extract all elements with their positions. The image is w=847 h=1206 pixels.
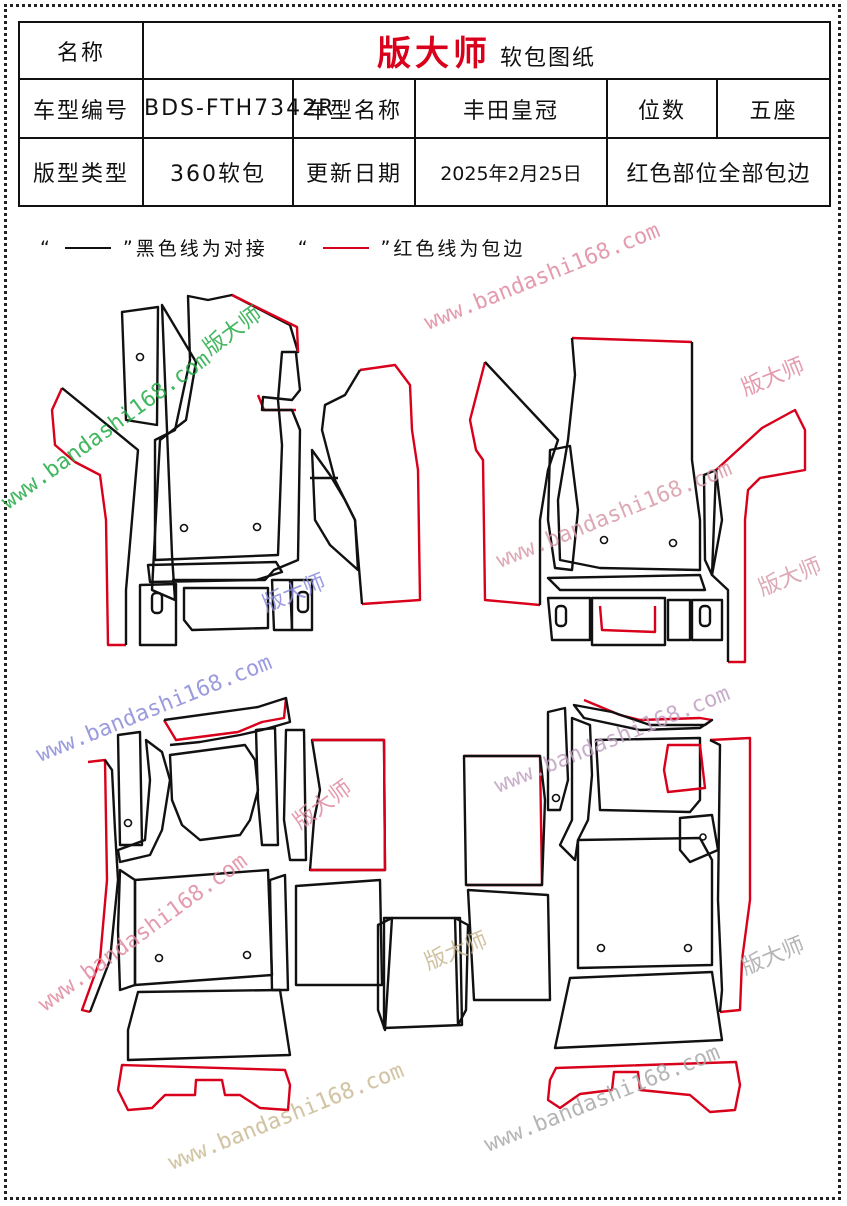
watermark-brand-gray: 版大师 — [738, 933, 809, 981]
edge-note: 红色部位全部包边 — [606, 137, 831, 207]
front-left-mat-set — [50, 293, 422, 647]
update-date: 2025年2月25日 — [414, 137, 608, 207]
watermark-url-mauve: www.bandashi168.com — [491, 681, 734, 798]
model-code-label: 车型编号 — [18, 78, 144, 139]
rear-right-mat-set — [376, 698, 752, 1114]
watermark-brand-red: 版大师 — [289, 776, 357, 835]
black-line-legend-text: 黑色线为对接 — [135, 238, 268, 260]
seats-label: 位数 — [606, 78, 718, 139]
legend-close-quote-black: ” — [122, 236, 136, 259]
legend-open-quote-red: “ — [297, 236, 311, 259]
red-line-legend-text: 红色线为包边 — [393, 238, 526, 260]
watermark-brand-rose: 版大师 — [755, 554, 826, 602]
update-date-label: 更新日期 — [292, 137, 416, 207]
seats-value: 五座 — [716, 78, 831, 139]
line-legend: “ ” 黑色线为对接 “ ” 红色线为包边 — [40, 234, 525, 261]
watermark-url-green: www.bandashi168.com — [0, 347, 215, 515]
drawing-title: 版大师 软包图纸 — [142, 21, 831, 80]
rear-left-mat-set — [80, 696, 387, 1112]
watermark-url-pink: www.bandashi168.com — [421, 218, 664, 335]
black-line-sample — [64, 246, 111, 249]
legend-open-quote-black: “ — [40, 236, 53, 259]
front-right-mat-set — [468, 336, 807, 664]
info-table: 名称 版大师 软包图纸 车型编号 BDS-FTH7342R 车型名称 丰田皇冠 … — [18, 21, 831, 207]
model-name-label: 车型名称 — [292, 78, 416, 139]
name-label: 名称 — [18, 21, 144, 80]
brand-name: 版大师 — [376, 34, 491, 74]
page-border — [4, 4, 841, 1200]
watermark-url-gray: www.bandashi168.com — [481, 1040, 724, 1157]
title-tail: 软包图纸 — [499, 46, 596, 71]
model-name: 丰田皇冠 — [414, 78, 608, 139]
legend-close-quote-red: ” — [380, 236, 394, 259]
watermark-brand-pink: 版大师 — [738, 354, 809, 402]
pattern-type-label: 版型类型 — [18, 137, 144, 207]
pattern-type: 360软包 — [142, 137, 294, 207]
red-line-sample — [322, 246, 369, 249]
watermark-brand-green: 版大师 — [199, 302, 267, 361]
